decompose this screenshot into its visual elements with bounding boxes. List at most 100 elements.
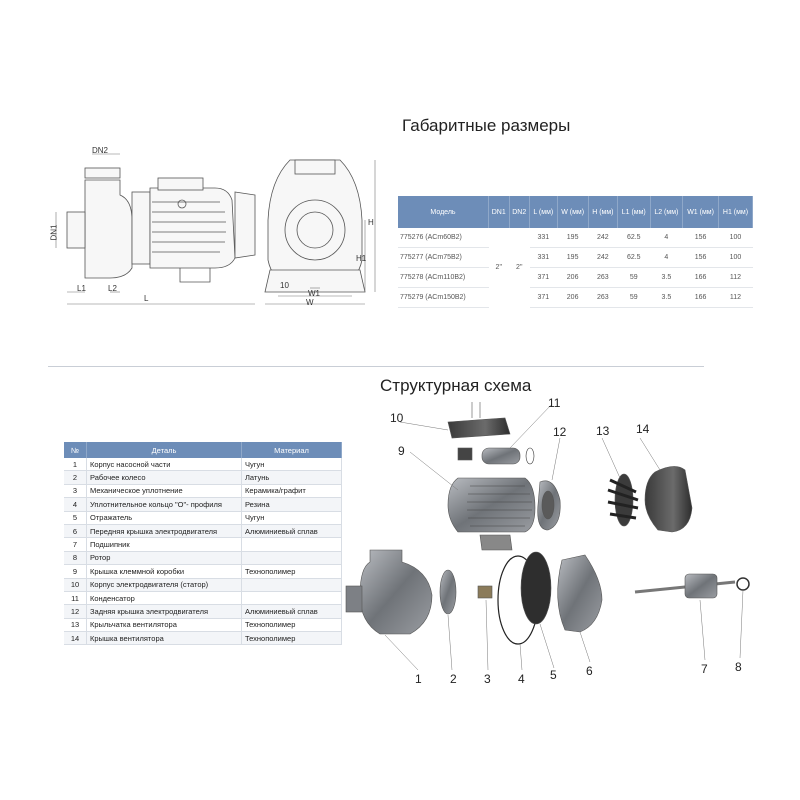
- part-material-cell: Технополимер: [241, 564, 342, 579]
- part-name-cell: Крыльчатка вентилятора: [86, 618, 242, 633]
- w1-cell: 156: [682, 228, 719, 248]
- part-material-cell: Керамика/графит: [241, 484, 342, 499]
- header-part: Деталь: [86, 442, 242, 458]
- w1-cell: 166: [682, 287, 719, 308]
- capacitor: [481, 447, 521, 465]
- pump-dimension-drawing: [55, 153, 376, 305]
- dimensions-table-header: Модель DN1 DN2 L (мм) W (мм) H (мм) L1 (…: [398, 196, 754, 228]
- dim-10-label: 10: [280, 281, 289, 290]
- callout-3: 3: [484, 672, 491, 686]
- callout-12: 12: [553, 425, 567, 439]
- callout-9: 9: [398, 444, 405, 458]
- part-name-cell: Уплотнительное кольцо "О"- профиля: [86, 497, 242, 512]
- dimensions-table: Модель DN1 DN2 L (мм) W (мм) H (мм) L1 (…: [398, 196, 754, 308]
- part-material-cell: [241, 537, 342, 552]
- part-material-cell: Алюминиевый сплав: [241, 524, 342, 539]
- part-material-cell: [241, 591, 342, 606]
- fan-impeller: [607, 473, 639, 527]
- part-name-cell: Корпус насосной части: [86, 458, 242, 472]
- part-number-cell: 6: [64, 524, 87, 539]
- h-cell: 242: [588, 247, 618, 268]
- h1-cell: 112: [718, 267, 753, 288]
- deflector: [520, 551, 552, 625]
- impeller: [439, 569, 457, 615]
- l2-cell: 4: [650, 247, 683, 268]
- part-name-cell: Крышка вентилятора: [86, 631, 242, 646]
- header-w1: W1 (мм): [682, 196, 719, 228]
- header-l1: L1 (мм): [617, 196, 651, 228]
- header-w: W (мм): [557, 196, 589, 228]
- l1-cell: 62.5: [617, 247, 651, 268]
- header-l2: L2 (мм): [650, 196, 684, 228]
- part-number-cell: 2: [64, 470, 87, 485]
- w-cell: 195: [557, 228, 589, 248]
- mechanical-seal: [477, 585, 493, 599]
- dn2-label: DN2: [92, 146, 109, 155]
- pump-housing: [359, 549, 433, 635]
- header-h1: H1 (мм): [718, 196, 754, 228]
- callout-5: 5: [550, 668, 557, 682]
- h-cell: 263: [588, 267, 618, 288]
- l-cell: 331: [529, 247, 558, 268]
- callout-6: 6: [586, 664, 593, 678]
- part-material-cell: [241, 551, 342, 566]
- header-dn2: DN2: [509, 196, 530, 228]
- part-number-cell: 1: [64, 458, 87, 472]
- h1-cell: 100: [718, 247, 753, 268]
- header-dn1: DN1: [488, 196, 510, 228]
- h1-label: H1: [356, 254, 367, 263]
- callout-10: 10: [390, 411, 404, 425]
- model-cell: 775278 (ACm110B2): [398, 267, 489, 288]
- table-row: 775279 (ACm150B2) 371 206 263 59 3.5 166…: [398, 287, 753, 308]
- part-name-cell: Конденсатор: [86, 591, 242, 606]
- header-h: H (мм): [588, 196, 618, 228]
- part-number-cell: 7: [64, 537, 87, 552]
- dn1-label: DN1: [49, 224, 59, 241]
- w1-cell: 156: [682, 247, 719, 268]
- l-cell: 331: [529, 228, 558, 248]
- part-material-cell: Технополимер: [241, 631, 342, 646]
- part-number-cell: 13: [64, 618, 87, 633]
- callout-11: 11: [548, 396, 561, 410]
- fan-cover: [644, 466, 693, 533]
- callout-14: 14: [636, 422, 650, 436]
- l1-cell: 59: [617, 267, 651, 288]
- part-number-cell: 5: [64, 511, 87, 525]
- front-motor-cover: [557, 554, 603, 633]
- l-cell: 371: [529, 267, 558, 288]
- l1-cell: 59: [617, 287, 651, 308]
- part-name-cell: Механическое уплотнение: [86, 484, 242, 499]
- part-material-cell: Алюминиевый сплав: [241, 604, 342, 619]
- part-material-cell: Латунь: [241, 470, 342, 485]
- part-material-cell: Резина: [241, 497, 342, 512]
- l2-cell: 4: [650, 228, 683, 248]
- part-number-cell: 10: [64, 578, 87, 592]
- part-name-cell: Передняя крышка электродвигателя: [86, 524, 242, 539]
- part-material-cell: Чугун: [241, 458, 342, 472]
- h1-cell: 112: [718, 287, 753, 308]
- callout-2: 2: [450, 672, 457, 686]
- terminal-box-cover: [447, 417, 511, 439]
- h1-cell: 100: [718, 228, 753, 248]
- w-cell: 206: [557, 287, 589, 308]
- part-number-cell: 14: [64, 631, 87, 646]
- h-cell: 242: [588, 228, 618, 248]
- part-name-cell: Подшипник: [86, 537, 242, 552]
- callout-1: 1: [415, 672, 422, 686]
- part-name-cell: Корпус электродвигателя (статор): [86, 578, 242, 592]
- w-cell: 195: [557, 247, 589, 268]
- header-material: Материал: [241, 442, 342, 458]
- part-material-cell: Чугун: [241, 511, 342, 525]
- structure-title: Структурная схема: [380, 376, 532, 395]
- w1-cell: 166: [682, 267, 719, 288]
- bearing: [736, 577, 750, 591]
